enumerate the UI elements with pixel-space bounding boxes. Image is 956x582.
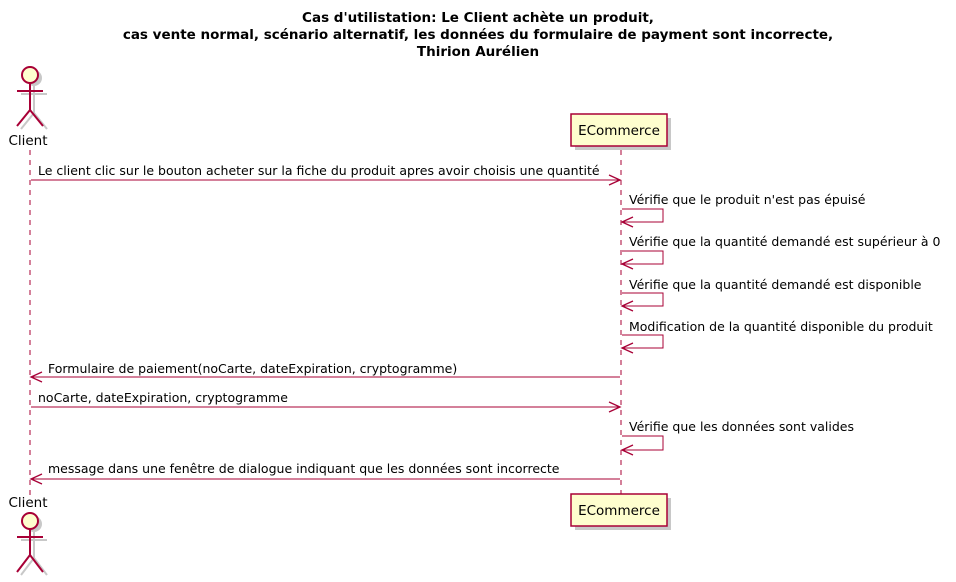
title-line-3: Thirion Aurélien xyxy=(417,44,539,60)
ecommerce-box-bottom xyxy=(570,493,671,530)
message-label: Vérifie que la quantité demandé est supé… xyxy=(629,234,941,249)
message-arrow xyxy=(31,401,622,413)
ecommerce-box-top xyxy=(570,113,671,150)
message-label: Vérifie que le produit n'est pas épuisé xyxy=(629,192,866,207)
message-label: Vérifie que la quantité demandé est disp… xyxy=(629,277,922,292)
client-actor-icon-top xyxy=(16,66,48,130)
self-message-arrow xyxy=(620,435,664,456)
title-line-2: cas vente normal, scénario alternatif, l… xyxy=(123,27,833,43)
self-message-arrow xyxy=(620,292,664,312)
message-label: Vérifie que les données sont valides xyxy=(629,419,854,434)
client-label-top: Client xyxy=(8,133,47,149)
client-label-bottom: Client xyxy=(8,495,47,511)
title-line-1: Cas d'utilistation: Le Client achète un … xyxy=(302,10,654,26)
message-arrow xyxy=(29,473,620,485)
message-label: message dans une fenêtre de dialogue ind… xyxy=(48,461,560,476)
self-message-arrow xyxy=(620,250,664,270)
message-label: Modification de la quantité disponible d… xyxy=(629,319,933,334)
ecommerce-label-bottom: ECommerce xyxy=(578,503,660,519)
message-label: noCarte, dateExpiration, cryptogramme xyxy=(38,390,288,405)
ecommerce-label-top: ECommerce xyxy=(578,123,660,139)
self-message-arrow xyxy=(620,334,664,354)
client-actor-icon-bottom xyxy=(16,512,48,576)
message-label: Le client clic sur le bouton acheter sur… xyxy=(38,163,600,178)
message-arrow xyxy=(31,174,622,186)
self-message-arrow xyxy=(620,208,664,228)
message-arrow xyxy=(29,371,620,383)
message-label: Formulaire de paiement(noCarte, dateExpi… xyxy=(48,361,457,376)
